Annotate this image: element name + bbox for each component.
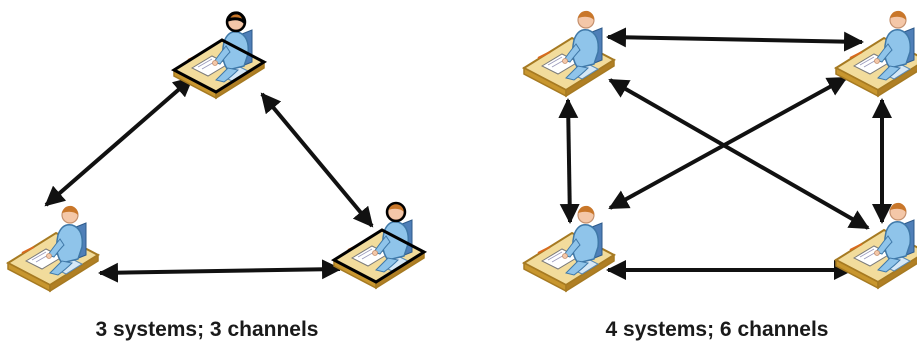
workstation-icon	[523, 9, 615, 98]
channel-arrow	[606, 27, 864, 52]
caption-3-systems: 3 systems; 3 channels	[95, 318, 319, 341]
workstation-icon	[835, 9, 917, 98]
channel-arrow	[608, 76, 848, 210]
diagram-4-systems	[523, 9, 917, 292]
channel-arrow	[260, 92, 374, 228]
channel-arrow	[558, 98, 580, 224]
channel-arrow	[608, 78, 870, 230]
channel-arrow	[44, 76, 194, 207]
caption-4-systems: 4 systems; 6 channels	[605, 318, 829, 341]
workstation-icon	[170, 11, 268, 100]
channel-arrow	[98, 259, 342, 283]
diagram-3-systems	[7, 11, 428, 292]
workstation-icon	[330, 201, 428, 289]
workstation-icon	[7, 204, 99, 292]
